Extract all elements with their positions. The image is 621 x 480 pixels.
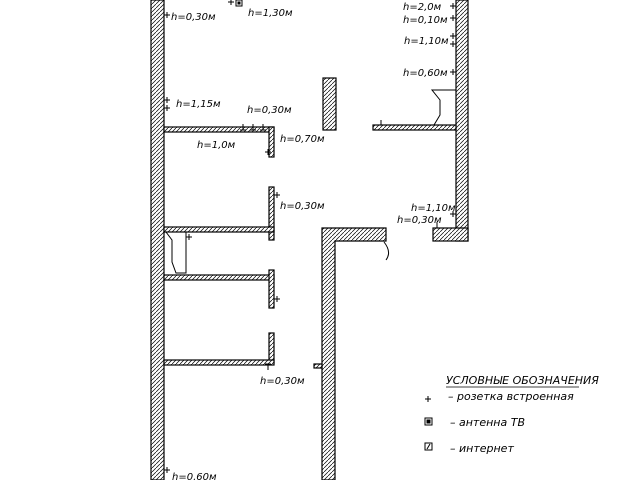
legend-item-internet: – интернет	[450, 442, 514, 455]
socket-icon	[450, 41, 456, 47]
height-label: h=0,30м	[260, 376, 305, 387]
socket-icon	[186, 234, 192, 240]
bath-partition	[163, 274, 275, 281]
socket-icon	[228, 0, 234, 5]
height-label: h=1,15м	[176, 99, 221, 110]
left-outer-wall	[150, 0, 165, 480]
bath-vertical-partition	[268, 269, 275, 309]
socket-icon	[164, 105, 170, 111]
height-label: h=0,30м	[171, 12, 216, 23]
socket-icon	[265, 363, 271, 370]
socket-icon	[250, 124, 256, 131]
height-label: h=0,30м	[247, 105, 292, 116]
height-label: h=1,10м	[411, 203, 456, 214]
socket-icon	[240, 124, 246, 131]
bathtub-right	[430, 89, 457, 126]
door-arc-right	[383, 241, 390, 261]
fixtures	[165, 89, 457, 274]
corridor-stub	[313, 363, 323, 369]
sockets	[164, 0, 456, 473]
lower-horizontal-partition	[163, 359, 275, 366]
socket-icon	[425, 396, 431, 402]
tv-antenna-icon	[235, 0, 243, 7]
legend-title: УСЛОВНЫЕ ОБОЗНАЧЕНИЯ	[446, 374, 599, 387]
socket-icon	[164, 467, 170, 473]
height-label: h=0,60м	[403, 68, 448, 79]
socket-icon	[265, 149, 271, 155]
walls	[150, 0, 469, 480]
socket-icon	[434, 222, 440, 229]
right-corner-wall	[432, 227, 469, 242]
internet-icon	[424, 442, 433, 451]
top-room-partition	[163, 126, 275, 133]
socket-icon	[274, 192, 280, 198]
socket-icon	[274, 296, 280, 302]
height-label: h=2,0м	[403, 2, 442, 13]
mid-horizontal-partition	[163, 226, 275, 233]
right-partition	[372, 124, 457, 131]
mid-vertical-partition	[268, 186, 275, 241]
right-outer-wall	[455, 0, 469, 242]
socket-icon	[450, 3, 456, 9]
height-label: h=0,70м	[280, 134, 325, 145]
socket-icon	[450, 33, 456, 39]
height-label: h=0,60м	[172, 472, 217, 480]
height-label: h=0,30м	[280, 201, 325, 212]
height-label: h=1,30м	[248, 8, 293, 19]
socket-icon	[450, 69, 456, 75]
height-label: h=0,30м	[397, 215, 442, 226]
legend-item-tv: – антенна ТВ	[450, 416, 525, 429]
socket-icon	[164, 12, 170, 18]
height-label: h=1,0м	[197, 140, 236, 151]
socket-icon	[260, 124, 266, 131]
height-labels: h=0,30м h=1,30м h=1,15м h=0,30м h=1,0м h…	[171, 2, 456, 480]
socket-icon	[164, 97, 170, 103]
central-column	[322, 77, 337, 131]
top-room-stub	[268, 126, 275, 158]
corridor-wall	[321, 227, 387, 480]
bathtub-left	[165, 231, 187, 274]
lower-vertical-partition	[268, 332, 275, 364]
socket-icon	[450, 211, 456, 217]
height-label: h=1,10м	[404, 36, 449, 47]
socket-icon	[378, 120, 384, 126]
legend: УСЛОВНЫЕ ОБОЗНАЧЕНИЯ – розетка встроенна…	[424, 374, 599, 455]
tv-antenna-icon	[424, 417, 433, 426]
legend-item-socket: – розетка встроенная	[448, 390, 574, 403]
socket-icon	[450, 15, 456, 21]
height-label: h=0,10м	[403, 15, 448, 26]
